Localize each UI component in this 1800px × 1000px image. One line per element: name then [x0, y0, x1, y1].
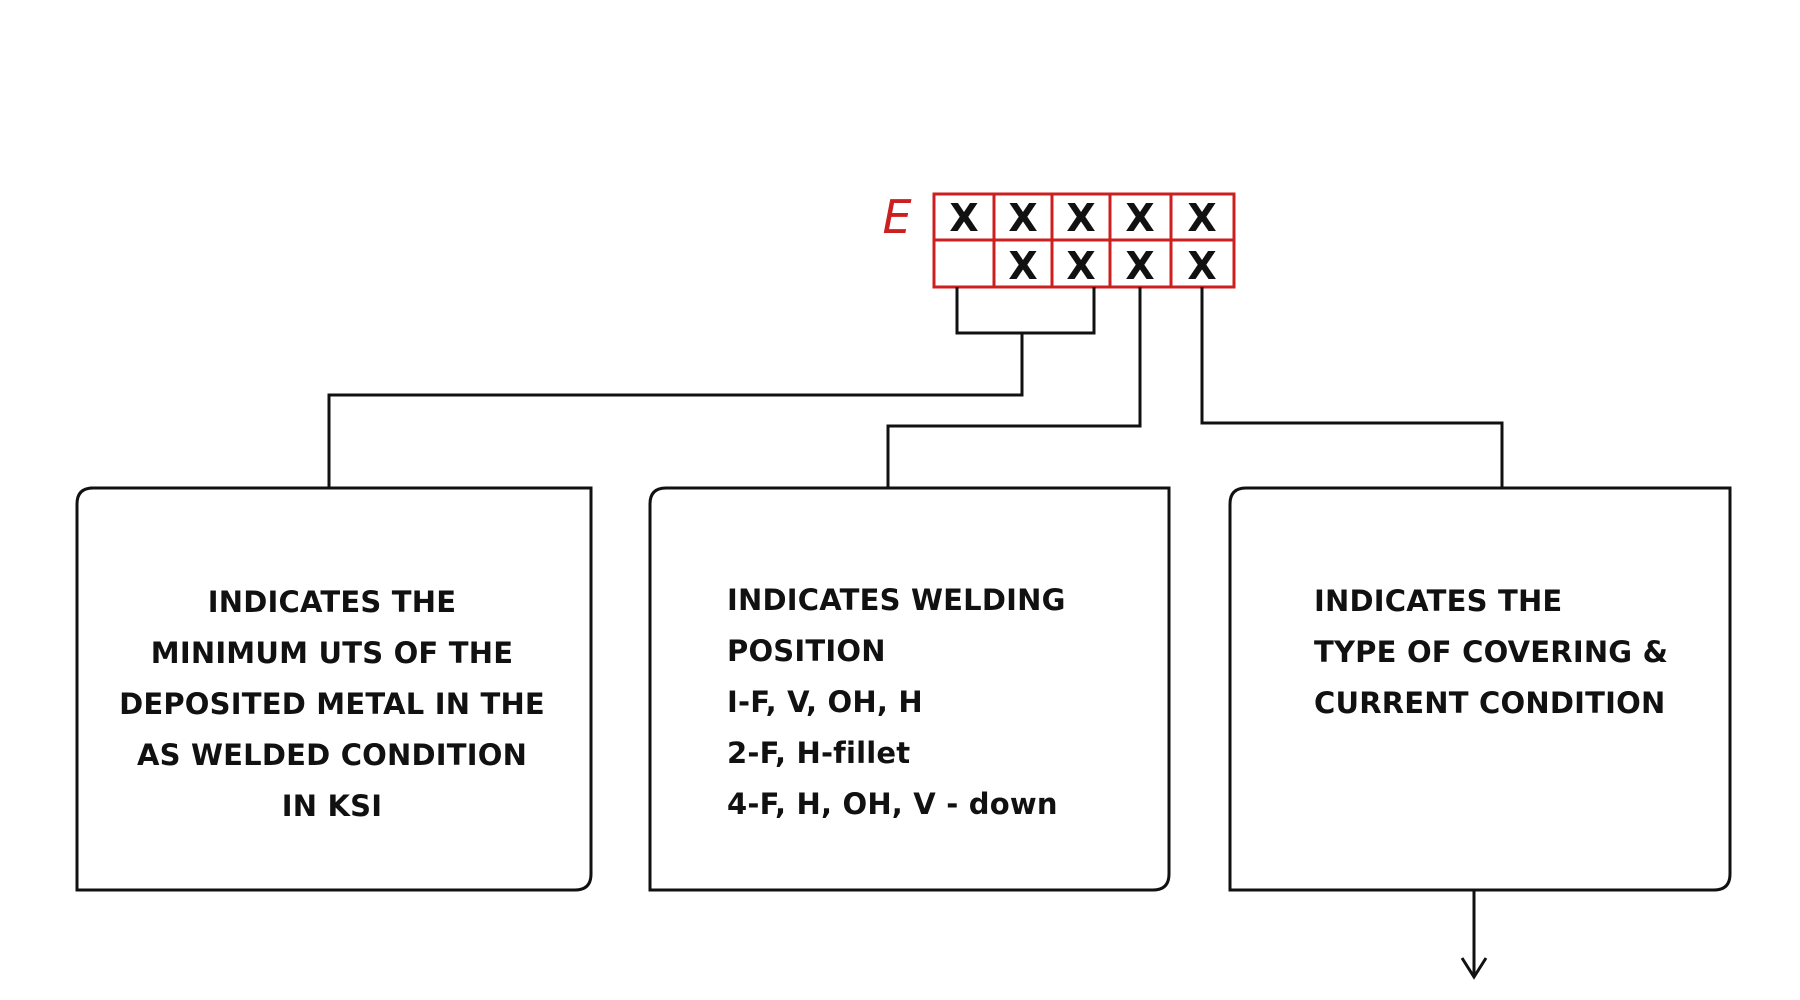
bracket-connector-first-pair — [955, 287, 1096, 335]
position-box-line: I-F, V, OH, H — [727, 685, 923, 719]
position-box-line: 4-F, H, OH, V - down — [727, 787, 1058, 821]
code-cell-r1-c4: X — [1125, 196, 1154, 240]
covering-box-line: TYPE OF COVERING & — [1314, 635, 1669, 669]
covering-box-text: INDICATES THE TYPE OF COVERING & CURRENT… — [1314, 576, 1734, 729]
code-cell-r2-c4: X — [1125, 244, 1154, 288]
uts-box-text: INDICATES THE MINIMUM UTS OF THE DEPOSIT… — [76, 577, 588, 832]
uts-box-line: DEPOSITED METAL IN THE — [119, 687, 545, 721]
position-box-line: INDICATES WELDING — [727, 583, 1066, 617]
position-box-text: INDICATES WELDING POSITION I-F, V, OH, H… — [727, 575, 1157, 830]
uts-box-line: IN KSI — [281, 789, 383, 823]
connector-to-position-box — [886, 287, 1142, 488]
uts-box-line: MINIMUM UTS OF THE — [150, 636, 514, 670]
code-cell-r1-c3: X — [1066, 196, 1095, 240]
down-arrow-head — [1460, 957, 1488, 980]
uts-box-line: INDICATES THE — [207, 585, 457, 619]
covering-box-line: CURRENT CONDITION — [1314, 686, 1666, 720]
info-box-position — [648, 486, 1171, 892]
info-box-uts — [75, 486, 593, 892]
code-grid — [932, 192, 1236, 289]
code-cell-r1-c2: X — [1008, 196, 1037, 240]
connector-to-uts-box — [327, 333, 1024, 488]
covering-box-line: INDICATES THE — [1314, 584, 1563, 618]
position-box-line: 2-F, H-fillet — [727, 736, 911, 770]
position-box-line: POSITION — [727, 634, 886, 668]
code-cell-r2-c5: X — [1187, 244, 1216, 288]
code-cell-r1-c1: X — [949, 196, 978, 240]
connector-to-covering-box — [1200, 287, 1504, 488]
info-box-covering — [1228, 486, 1732, 892]
code-cell-r2-c3: X — [1066, 244, 1095, 288]
code-cell-r1-c5: X — [1187, 196, 1216, 240]
uts-box-line: AS WELDED CONDITION — [136, 738, 528, 772]
code-cell-r2-c2: X — [1008, 244, 1037, 288]
code-prefix-letter: E — [882, 190, 911, 244]
